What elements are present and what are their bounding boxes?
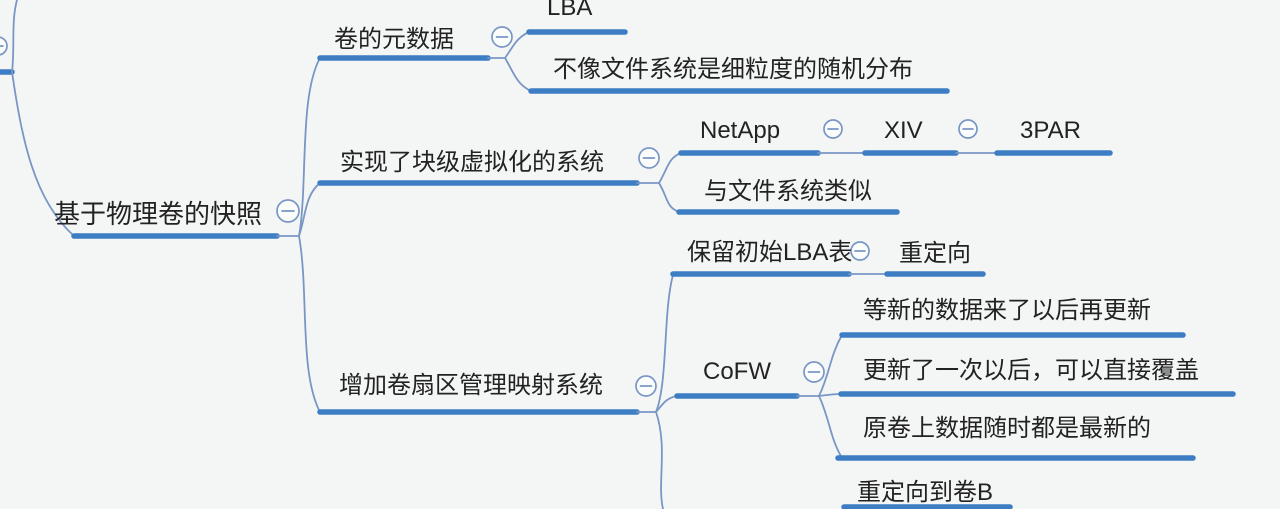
topic-block-virtualization[interactable]: 实现了块级虚拟化的系统 [340,149,604,176]
collapse-icon-xiv[interactable] [958,119,978,139]
brace-sectormap-up [655,274,674,413]
branch-block-virtualization [317,150,1113,215]
collapse-icon-cofw[interactable] [803,361,825,383]
topic-original-volume-always-latest[interactable]: 原卷上数据随时都是最新的 [863,415,1151,442]
collapse-icon-main-snapshot[interactable] [276,199,300,223]
brace-root-up [11,0,18,73]
branch-sector-mapping [317,271,1236,509]
topic-redirect-to-volume-b[interactable]: 重定向到卷B [857,479,994,506]
collapse-icon-block-virtualization[interactable] [638,147,660,169]
brace-cofw-mid [818,393,842,397]
branch-root [0,0,75,237]
branch-volume-metadata [317,29,950,94]
topic-keep-initial-lba-table[interactable]: 保留初始LBA表 [687,239,853,266]
brace-main-up [298,57,321,237]
topic-netapp[interactable]: NetApp [700,117,781,144]
topic-overwrite-after-first-update[interactable]: 更新了一次以后，可以直接覆盖 [863,357,1199,384]
brace-metadata-down [504,57,532,92]
brace-blockvirt-up [658,152,682,184]
collapse-icon-sector-mapping[interactable] [635,375,657,397]
brace-blockvirt-down [658,182,680,213]
topic-volume-metadata[interactable]: 卷的元数据 [334,26,454,53]
topic-lba[interactable]: LBA [547,0,593,21]
collapse-icon-root[interactable] [0,36,8,56]
brace-cofw-up [818,334,843,397]
brace-main-down [298,235,321,413]
topic-not-like-filesystem[interactable]: 不像文件系统是细粒度的随机分布 [553,56,913,83]
topic-redirect[interactable]: 重定向 [899,240,971,267]
topic-cofw[interactable]: CoFW [703,358,771,385]
brace-sectormap-down [655,411,664,509]
collapse-icon-volume-metadata[interactable] [491,26,513,48]
brace-root-down [11,71,75,237]
collapse-icon-netapp[interactable] [823,119,843,139]
topic-main-snapshot[interactable]: 基于物理卷的快照 [54,199,263,229]
collapse-icon-keep-initial-lba[interactable] [850,241,870,261]
branch-main-snapshot [71,57,321,413]
brace-main-mid [298,182,321,237]
topic-xiv[interactable]: XIV [884,117,923,144]
brace-cofw-down [818,395,843,459]
topic-3par[interactable]: 3PAR [1020,117,1081,144]
brace-metadata-up [504,31,530,59]
topic-sector-mapping-system[interactable]: 增加卷扇区管理映射系统 [339,372,603,399]
topic-similar-to-filesystem[interactable]: 与文件系统类似 [704,178,872,205]
topic-wait-new-data-update[interactable]: 等新的数据来了以后再更新 [863,297,1151,324]
